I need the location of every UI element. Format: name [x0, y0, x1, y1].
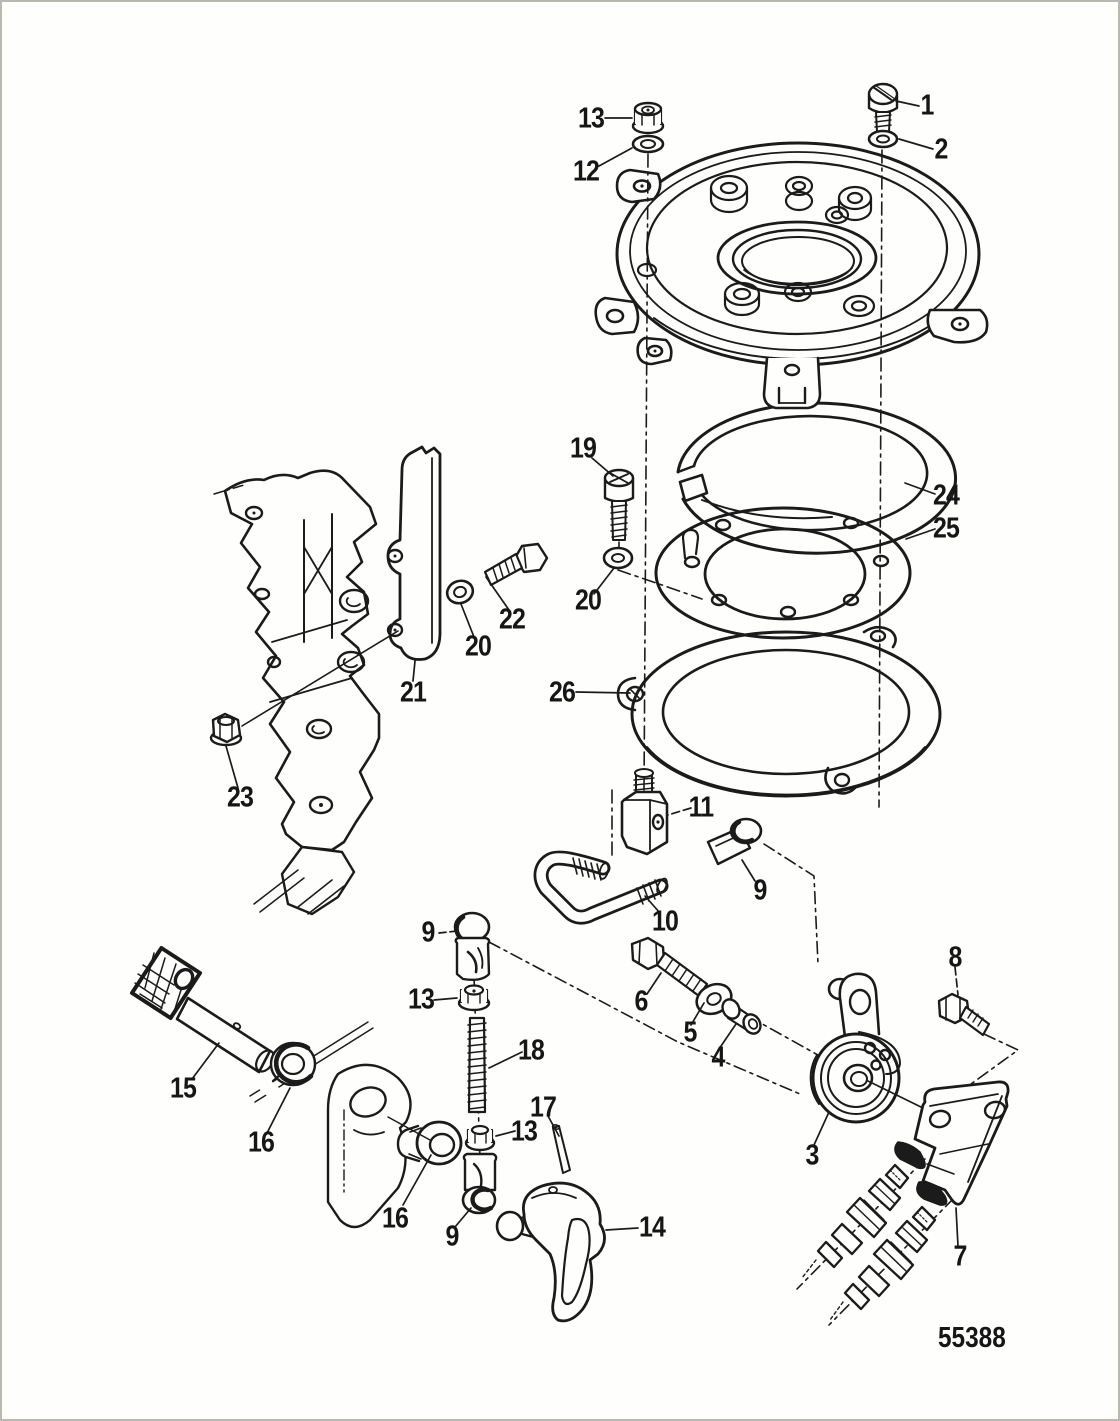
throttle-cam-3: [809, 972, 901, 1124]
callout-18-stud: 18: [517, 1034, 545, 1067]
callout-17-pin: 17: [529, 1091, 557, 1124]
callout-19-screw: 19: [569, 432, 597, 465]
callout-13-nut-top: 13: [577, 102, 605, 135]
spacer-4: [721, 998, 762, 1035]
fitting-11: [620, 768, 669, 856]
callout-26-adapter-ring: 26: [548, 676, 576, 709]
bolt-22: [483, 542, 549, 587]
callout-16-clip: 16: [247, 1126, 275, 1159]
callout-9-connector-lower: 9: [445, 1220, 459, 1253]
leader-lines: [191, 100, 959, 1247]
callout-9-connector-middle: 9: [421, 916, 435, 949]
nut-23: [209, 712, 243, 747]
callout-16-bushing: 16: [381, 1202, 409, 1235]
nut-13-lower: [464, 1124, 496, 1152]
callout-9-connector-upper: 9: [753, 874, 767, 907]
callout-10-tube: 10: [651, 905, 679, 938]
callout-23-nut: 23: [226, 781, 254, 814]
callout-15-pin: 15: [169, 1072, 197, 1105]
throttle-lever-14: [495, 1181, 606, 1323]
figure-number: 55388: [938, 1322, 1006, 1354]
callout-12-washer: 12: [572, 155, 600, 188]
adapter-ring-26: [616, 625, 942, 798]
callout-11-fitting: 11: [688, 791, 715, 824]
bushing-16: [396, 1120, 463, 1166]
retaining-ring-24: [676, 401, 957, 555]
link-plate-21: [386, 445, 442, 661]
callout-20-washer-middle: 20: [574, 584, 602, 617]
callout-6-bolt: 6: [634, 985, 648, 1018]
screw-19: [603, 468, 635, 541]
callout-3-throttle-cam: 3: [805, 1139, 819, 1172]
pin-17: [551, 1124, 571, 1174]
round-mount-plate: [594, 141, 989, 410]
callout-13-nut-middle: 13: [407, 983, 435, 1016]
callout-7-bracket: 7: [953, 1240, 967, 1273]
pin-15: [130, 946, 275, 1074]
connector-9-lower: [461, 1152, 498, 1215]
callout-20-washer-left: 20: [464, 630, 492, 663]
washer-2: [867, 129, 899, 149]
callout-24-retaining-ring: 24: [932, 479, 960, 512]
callout-25-gasket: 25: [932, 512, 960, 545]
bolt-8: [937, 992, 991, 1037]
callout-5-washer: 5: [683, 1016, 697, 1049]
callout-8-bolt: 8: [948, 941, 962, 974]
washer-20-left: [445, 579, 475, 605]
engine-block: [213, 469, 381, 916]
callout-2-washer: 2: [934, 133, 948, 166]
screw-1: [867, 82, 899, 133]
connector-9-middle: [453, 911, 491, 982]
callout-4-spacer: 4: [711, 1041, 725, 1074]
washer-20-middle: [602, 546, 634, 570]
cable-fittings: [801, 1163, 937, 1321]
washer-12: [631, 134, 665, 154]
nut-13-top: [631, 101, 665, 135]
callout-21-link-plate: 21: [399, 676, 427, 709]
connector-9-upper: [706, 817, 763, 866]
callout-13-nut-lower: 13: [510, 1115, 538, 1148]
nut-23-assembly-line: [241, 630, 399, 727]
tube-10: [533, 850, 669, 925]
lower-bracket: [326, 1063, 412, 1229]
nut-13-middle: [457, 984, 491, 1012]
anchor-bracket-7: [894, 1080, 1010, 1206]
callout-22-bolt: 22: [498, 603, 526, 636]
retainer-clip-16: [258, 1041, 317, 1102]
callout-14-lever: 14: [638, 1211, 666, 1244]
stud-18: [467, 1016, 487, 1114]
callout-1-screw: 1: [920, 89, 934, 122]
cam-hub-line: [867, 1080, 924, 1109]
